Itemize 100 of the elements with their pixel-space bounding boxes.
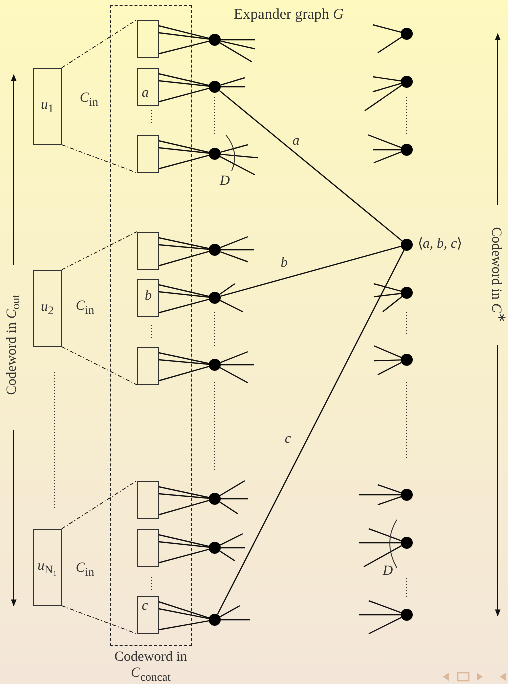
edge-stub [220, 156, 256, 176]
connector-line [158, 366, 210, 382]
vertex-dot [209, 81, 221, 93]
codeword-box [137, 481, 159, 519]
symbol-box [33, 68, 62, 145]
symbol-box [33, 529, 62, 606]
edge-stub [221, 86, 245, 88]
edge-stub [374, 345, 402, 358]
vertex-dot [401, 76, 413, 88]
connector-line [158, 608, 210, 620]
edge-stub [220, 502, 238, 514]
edge-stub [378, 36, 402, 54]
edge-stub [374, 152, 402, 164]
box-label: b [145, 290, 152, 304]
edge-stub [364, 545, 402, 568]
edge-stub [220, 251, 248, 263]
connector-line [158, 493, 210, 500]
vertex-dot [401, 287, 413, 299]
vertex-dot [209, 34, 221, 46]
edge-stub [374, 293, 402, 298]
edge-stub [220, 533, 244, 546]
edge-stub [220, 154, 258, 159]
edge-stub [368, 528, 402, 542]
degree-label: D [383, 565, 394, 579]
edge-stub [374, 360, 402, 362]
codeword-box [137, 232, 159, 270]
codeword-box [137, 68, 159, 106]
edge-stub [364, 84, 402, 112]
vertex-dot [209, 359, 221, 371]
connector-line [158, 298, 210, 314]
vertex-dot [209, 542, 221, 554]
connector-line [158, 244, 210, 250]
symbol-label: u$_{N₁}$ [36, 559, 58, 576]
edge-label: c [285, 432, 292, 446]
vertex-dot [401, 144, 413, 156]
connector-line [158, 291, 210, 298]
vertex-dot [209, 148, 221, 160]
code-label: C$_{in}$ [76, 562, 94, 578]
vertex-label: ⟨a, b, c⟩ [418, 238, 462, 252]
codeword-box [137, 279, 159, 317]
edge-stub [220, 480, 246, 496]
edge-stub [220, 144, 248, 153]
symbol-label: u$_{1}$ [40, 98, 55, 115]
edge-stub [378, 362, 402, 376]
vertex-dot [209, 292, 221, 304]
edge-stub [221, 364, 254, 366]
vertex-dot [209, 244, 221, 256]
edge-stub [378, 484, 402, 494]
edge-stub [220, 300, 244, 313]
edge-stub [221, 249, 254, 251]
edge-stub [372, 76, 402, 82]
vertex-dot [401, 354, 413, 366]
connector-line [158, 284, 210, 298]
edge-stub [359, 614, 401, 616]
edge-stub [220, 550, 236, 562]
edge-stub [220, 40, 256, 50]
code-label: C$_{in}$ [76, 300, 94, 316]
connector-line [158, 32, 210, 40]
dash-dot-line [62, 480, 138, 530]
symbol-label: u$_{2}$ [40, 300, 55, 317]
dash-dot-line [62, 232, 138, 270]
edge-stub [368, 600, 402, 614]
edge-stub [372, 83, 402, 93]
edge-stub [359, 494, 401, 496]
graph-edge [219, 90, 403, 242]
codeword-box [137, 596, 159, 634]
connector-line [158, 500, 210, 516]
connector-line [158, 534, 210, 548]
connector-line [158, 541, 210, 548]
edge-stub [374, 283, 402, 292]
edge-stub [220, 367, 248, 384]
edge-stub [382, 296, 403, 312]
code-label: C$_{in}$ [80, 92, 98, 108]
box-label: a [142, 87, 149, 101]
codeword-box [137, 347, 159, 385]
edge-stub [372, 24, 402, 34]
edge-stub [220, 284, 236, 296]
connector-line [158, 486, 210, 498]
symbol-box [33, 270, 62, 347]
connector-line [158, 147, 210, 154]
edge-stub [373, 149, 401, 151]
frame-caption: Codeword in C$_{concat}$ [114, 650, 188, 684]
vertex-dot [401, 489, 413, 501]
connector-line [158, 237, 210, 250]
vertex-dot [209, 493, 221, 505]
edge-stub [221, 619, 250, 621]
edge-stub [220, 236, 248, 248]
graph-title: Expander graph G [234, 8, 344, 23]
edge-stub [221, 547, 245, 549]
connector-line [158, 251, 210, 267]
dash-dot-line [62, 144, 138, 174]
codeword-box [137, 529, 159, 567]
degree-label: D [220, 175, 230, 189]
edge-label: b [280, 256, 288, 271]
connector-line [158, 620, 210, 631]
connector-line [158, 352, 210, 364]
vertex-dot [401, 609, 413, 621]
connector-line [158, 25, 210, 40]
edge-stub [378, 496, 402, 506]
edge-stub [359, 542, 401, 544]
